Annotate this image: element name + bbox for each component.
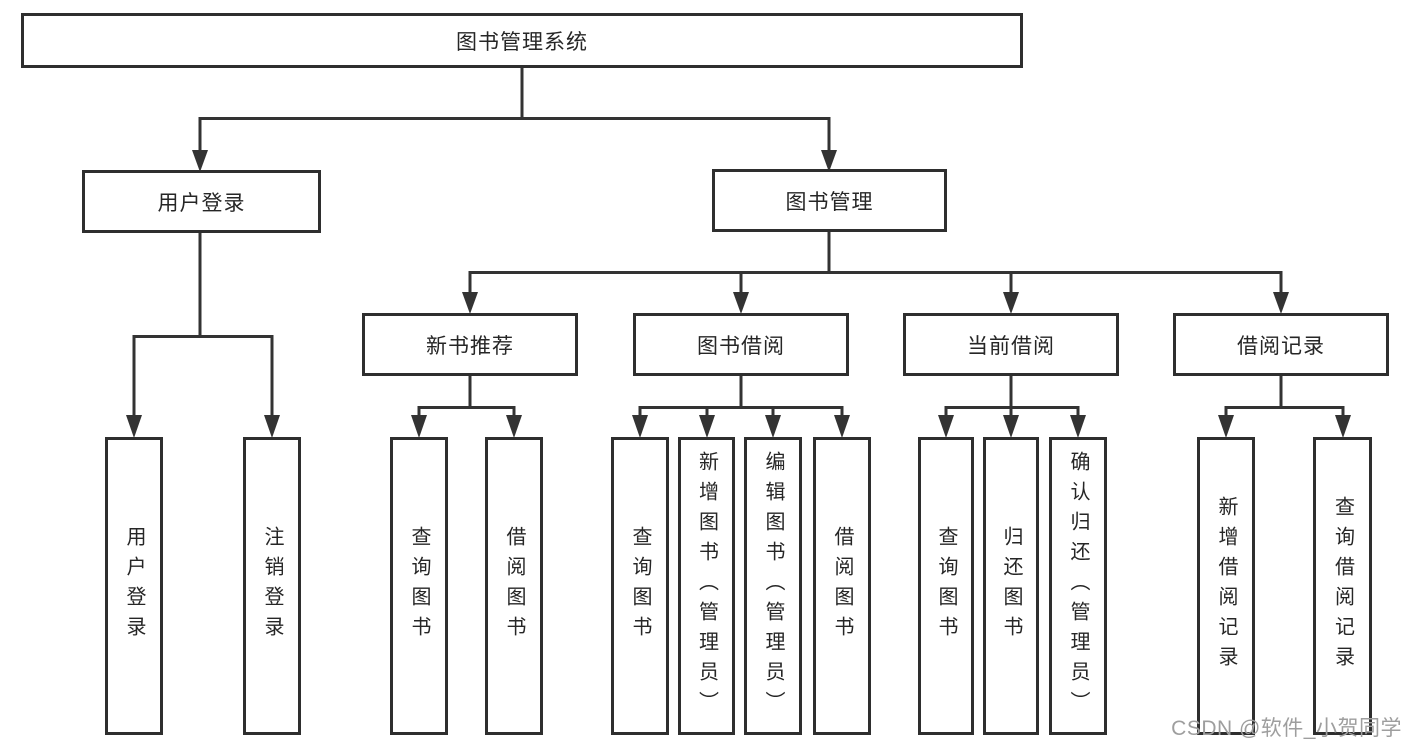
node-book-management: 图书管理 [712,169,947,232]
node-label: 图书管理系统 [456,30,588,54]
node-label: 用户登录 [157,191,246,215]
leaf-label: 新增借阅记录 [1215,496,1237,676]
leaf-query-book-borrow: 查询图书 [611,437,669,735]
leaf-label: 新增图书（管理员） [695,451,718,721]
leaf-label: 查询图书 [408,526,430,646]
connector-book-management-branch [462,232,1289,314]
leaf-user-login: 用户登录 [105,437,163,735]
connector-new-book-recommend-branch [411,376,522,438]
leaf-edit-book-admin: 编辑图书（管理员） [744,437,802,735]
leaf-query-book-recommend: 查询图书 [390,437,448,735]
leaf-borrow-book-borrow: 借阅图书 [813,437,871,735]
leaf-label: 借阅图书 [503,526,525,646]
leaf-label: 确认归还（管理员） [1067,451,1089,721]
node-root-system: 图书管理系统 [21,13,1023,68]
leaf-query-book-current: 查询图书 [918,437,974,735]
leaf-borrow-book-recommend: 借阅图书 [485,437,543,735]
node-new-book-recommend: 新书推荐 [362,313,578,376]
leaf-label: 借阅图书 [831,526,853,646]
csdn-watermark: CSDN @软件_小贺同学 [1171,717,1402,740]
leaf-label: 注销登录 [261,526,283,646]
connector-root-to-level2 [192,68,837,172]
connector-current-borrow-branch [938,376,1086,438]
leaf-confirm-return-admin: 确认归还（管理员） [1049,437,1107,735]
node-borrow-records: 借阅记录 [1173,313,1389,376]
node-book-borrow: 图书借阅 [633,313,849,376]
leaf-label: 用户登录 [123,526,145,646]
node-label: 当前借阅 [967,334,1055,358]
node-label: 借阅记录 [1237,334,1325,358]
leaf-label: 归还图书 [1000,526,1022,646]
leaf-query-borrow-record: 查询借阅记录 [1313,437,1372,735]
leaf-label: 编辑图书（管理员） [762,451,784,721]
connector-borrow-records-branch [1218,376,1351,438]
leaf-logout: 注销登录 [243,437,301,735]
node-current-borrow: 当前借阅 [903,313,1119,376]
leaf-return-book: 归还图书 [983,437,1039,735]
leaf-add-book-admin: 新增图书（管理员） [678,437,735,735]
leaf-label: 查询图书 [629,526,651,646]
connector-user-login-branch [126,233,280,438]
connector-book-borrow-branch [632,376,850,438]
leaf-label: 查询图书 [935,526,957,646]
node-user-login: 用户登录 [82,170,321,233]
leaf-add-borrow-record: 新增借阅记录 [1197,437,1255,735]
node-label: 图书管理 [785,190,874,214]
leaf-label: 查询借阅记录 [1331,496,1354,676]
node-label: 图书借阅 [697,334,785,358]
node-label: 新书推荐 [426,334,514,358]
